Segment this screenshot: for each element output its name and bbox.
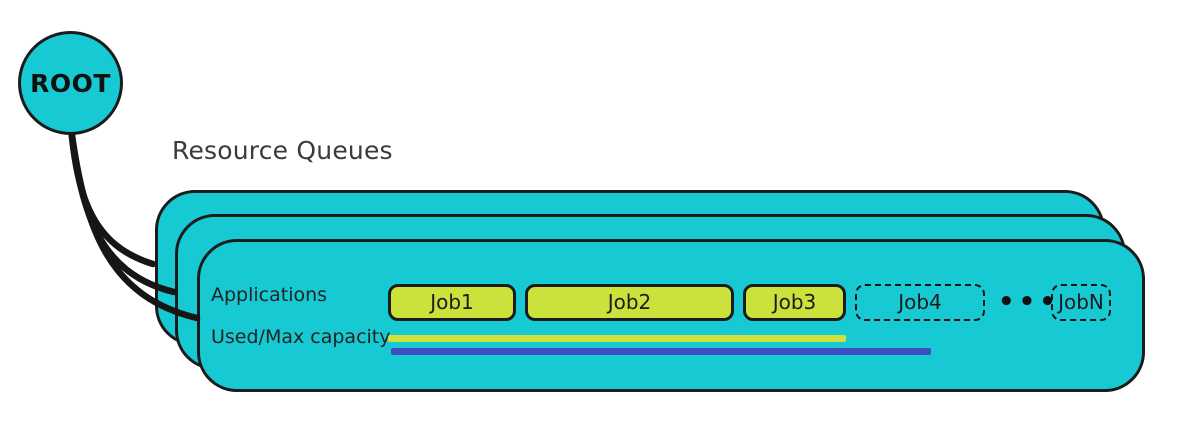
job-row: Job1 Job2 Job3 Job4 ••• JobN — [388, 283, 1111, 321]
applications-label: Applications — [211, 284, 328, 306]
used-max-capacity-label: Used/Max capacity — [211, 326, 391, 348]
ellipsis-dots-icon: ••• — [998, 286, 1060, 317]
used-capacity-bar — [388, 335, 846, 342]
job-box-jobn-pending: JobN — [1051, 283, 1111, 321]
connector-edge-back — [67, 124, 157, 268]
diagram-title: Resource Queues — [172, 136, 393, 165]
job-label: Job1 — [430, 290, 474, 314]
job-box-job4-pending: Job4 — [855, 283, 985, 321]
root-node-label: ROOT — [30, 68, 111, 98]
queue-card-front: Applications Job1 Job2 Job3 Job4 ••• Job… — [197, 239, 1145, 392]
root-queue-node: ROOT — [18, 31, 123, 135]
job-label: JobN — [1058, 290, 1104, 314]
job-label: Job4 — [898, 290, 942, 314]
job-label: Job3 — [772, 290, 817, 314]
job-box-job2: Job2 — [525, 283, 734, 321]
job-box-job1: Job1 — [388, 283, 516, 321]
max-capacity-bar — [391, 348, 931, 355]
job-label: Job2 — [607, 290, 652, 314]
job-box-job3: Job3 — [743, 283, 846, 321]
